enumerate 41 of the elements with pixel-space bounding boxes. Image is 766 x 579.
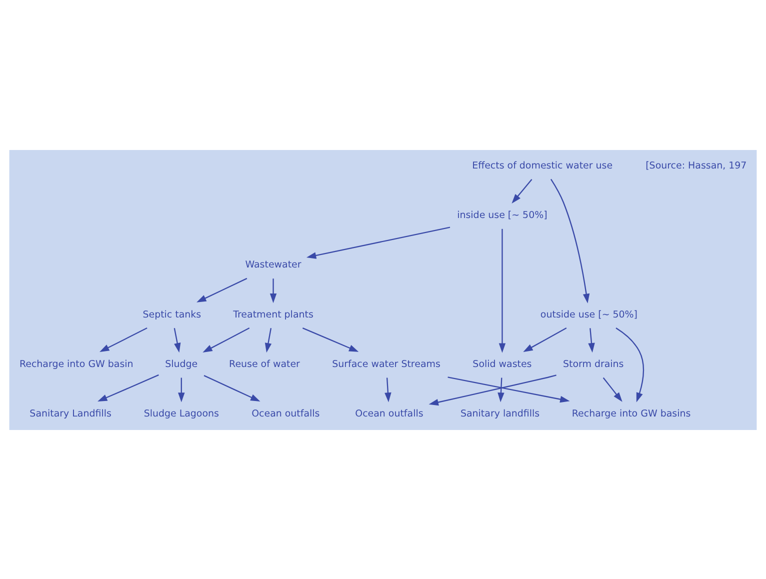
arrow: [588, 328, 595, 352]
arrow: [498, 377, 504, 402]
node-text: Ocean outfalls: [252, 408, 320, 419]
arrow: [428, 374, 556, 406]
node-text: outside use [~ 50%]: [540, 308, 638, 320]
node-text: inside use [~ 50%]: [457, 210, 548, 221]
arrow: [523, 327, 567, 352]
node-text: Ocean outfalls: [355, 408, 424, 419]
node-text: Surface water Streams: [332, 358, 440, 370]
arrow: [550, 178, 590, 303]
node-text: Effects of domestic water use: [472, 160, 613, 172]
label: [Source: Hassan, 197: [646, 160, 747, 172]
node-text: Reuse of water: [229, 358, 300, 370]
arrow: [616, 327, 644, 402]
arrow: [98, 374, 159, 402]
arrow: [204, 374, 260, 401]
node-text: Sludge Lagoons: [144, 408, 219, 419]
arrow: [512, 178, 532, 204]
arrow: [306, 226, 450, 258]
arrow: [178, 377, 185, 402]
node-text: Storm drains: [562, 358, 624, 370]
arrow: [384, 377, 392, 402]
node-text: Sanitary Landfills: [30, 408, 112, 419]
arrow: [302, 327, 359, 352]
arrow: [100, 327, 148, 352]
arrow: [264, 328, 272, 352]
arrow: [498, 228, 506, 352]
arrow: [196, 277, 248, 302]
arrow: [174, 328, 181, 352]
node-text: Solid wastes: [472, 358, 532, 370]
node-text: Septic tanks: [142, 308, 202, 320]
node-text: Recharge into GW basin: [19, 358, 134, 370]
node-text: Sanitary landfills: [460, 408, 540, 419]
node-text: Sludge: [165, 358, 198, 370]
arrow: [270, 278, 277, 303]
arrow: [602, 376, 622, 402]
node-text: Treatment plants: [233, 308, 314, 320]
node-text: Wastewater: [245, 259, 302, 270]
node-text: Recharge into GW basins: [572, 408, 691, 419]
arrow: [202, 327, 250, 352]
arrow: [448, 376, 570, 402]
